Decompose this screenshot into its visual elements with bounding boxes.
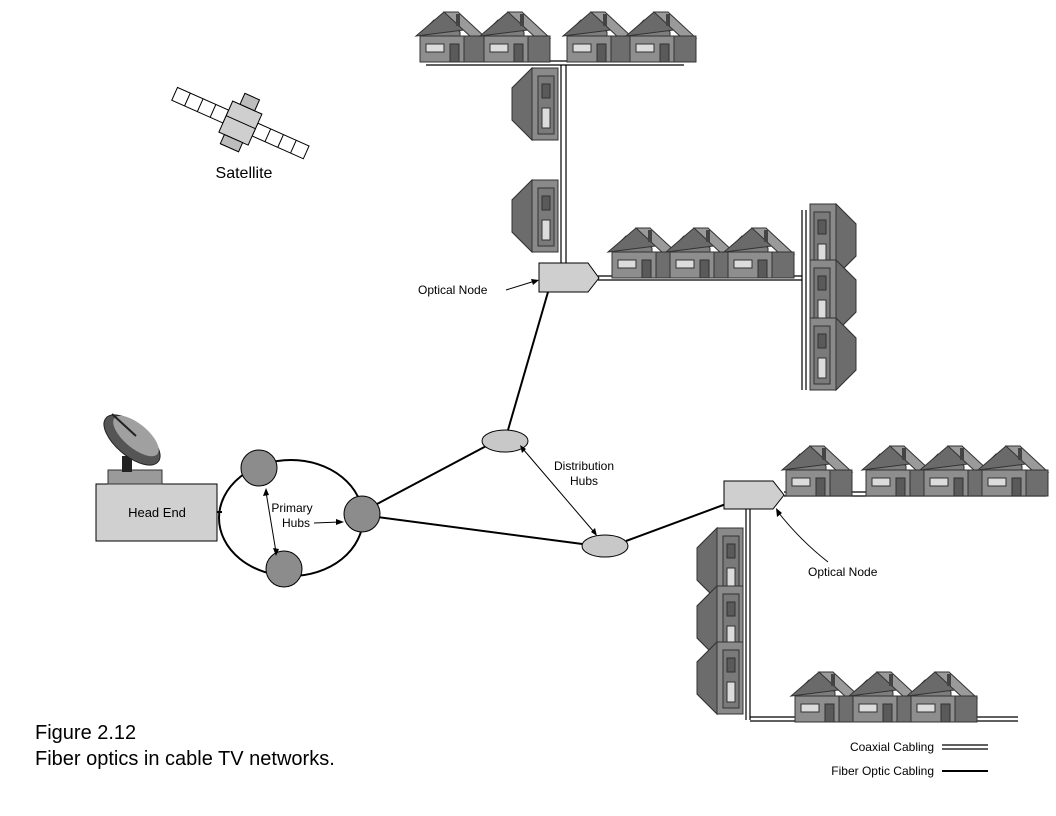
optical-node-top-label: Optical Node [418,283,488,297]
legend-fiber-label: Fiber Optic Cabling [831,764,934,778]
satellite-label: Satellite [216,165,273,182]
primary-hub-top [240,449,278,487]
house-icon [906,671,978,723]
house-icon [511,179,559,253]
house-icon [861,445,933,497]
house-icon [790,671,862,723]
head-end-label: Head End [128,505,186,520]
house-icon [723,227,795,279]
house-icon [625,11,697,63]
legend: Coaxial Cabling Fiber Optic Cabling [831,740,988,778]
distribution-hubs-label-1: Distribution [554,459,614,473]
house-icon [607,227,679,279]
house-icon [977,445,1049,497]
house-icon [696,641,744,715]
distribution-hub-top [481,429,529,453]
house-icon [848,671,920,723]
distribution-hub-bottom [581,534,629,558]
primary-hub-right [343,495,381,533]
primary-hubs-label-1: Primary [271,501,312,515]
satellite-dish-icon [103,413,163,485]
house-icon [781,445,853,497]
house-icon [919,445,991,497]
house-icon [415,11,487,63]
house-icon [809,317,857,391]
primary-hub-bottom [265,550,303,588]
house-icon [479,11,551,63]
optical-node-bottom-label: Optical Node [808,565,878,579]
house-icon [562,11,634,63]
primary-hubs-label-2: Hubs [282,516,310,530]
distribution-hubs-label-2: Hubs [570,474,598,488]
optical-node-top [538,262,600,293]
primary-hubs-callout: Primary Hubs [263,488,344,556]
figure-number: Figure 2.12 [35,722,137,744]
house-icon [511,67,559,141]
head-end: Head End [95,483,218,542]
optical-node-bottom [723,480,785,510]
figure-caption: Figure 2.12 Fiber optics in cable TV net… [35,720,335,772]
figure-title: Fiber optics in cable TV networks. [35,748,335,770]
optical-node-top-callout: Optical Node [418,279,539,297]
optical-node-bottom-callout: Optical Node [776,508,878,579]
satellite-icon [171,86,310,160]
distribution-hubs-callout: Distribution Hubs [520,445,614,536]
house-icon [665,227,737,279]
legend-coaxial-label: Coaxial Cabling [850,740,934,754]
fiber-cables [361,291,727,546]
